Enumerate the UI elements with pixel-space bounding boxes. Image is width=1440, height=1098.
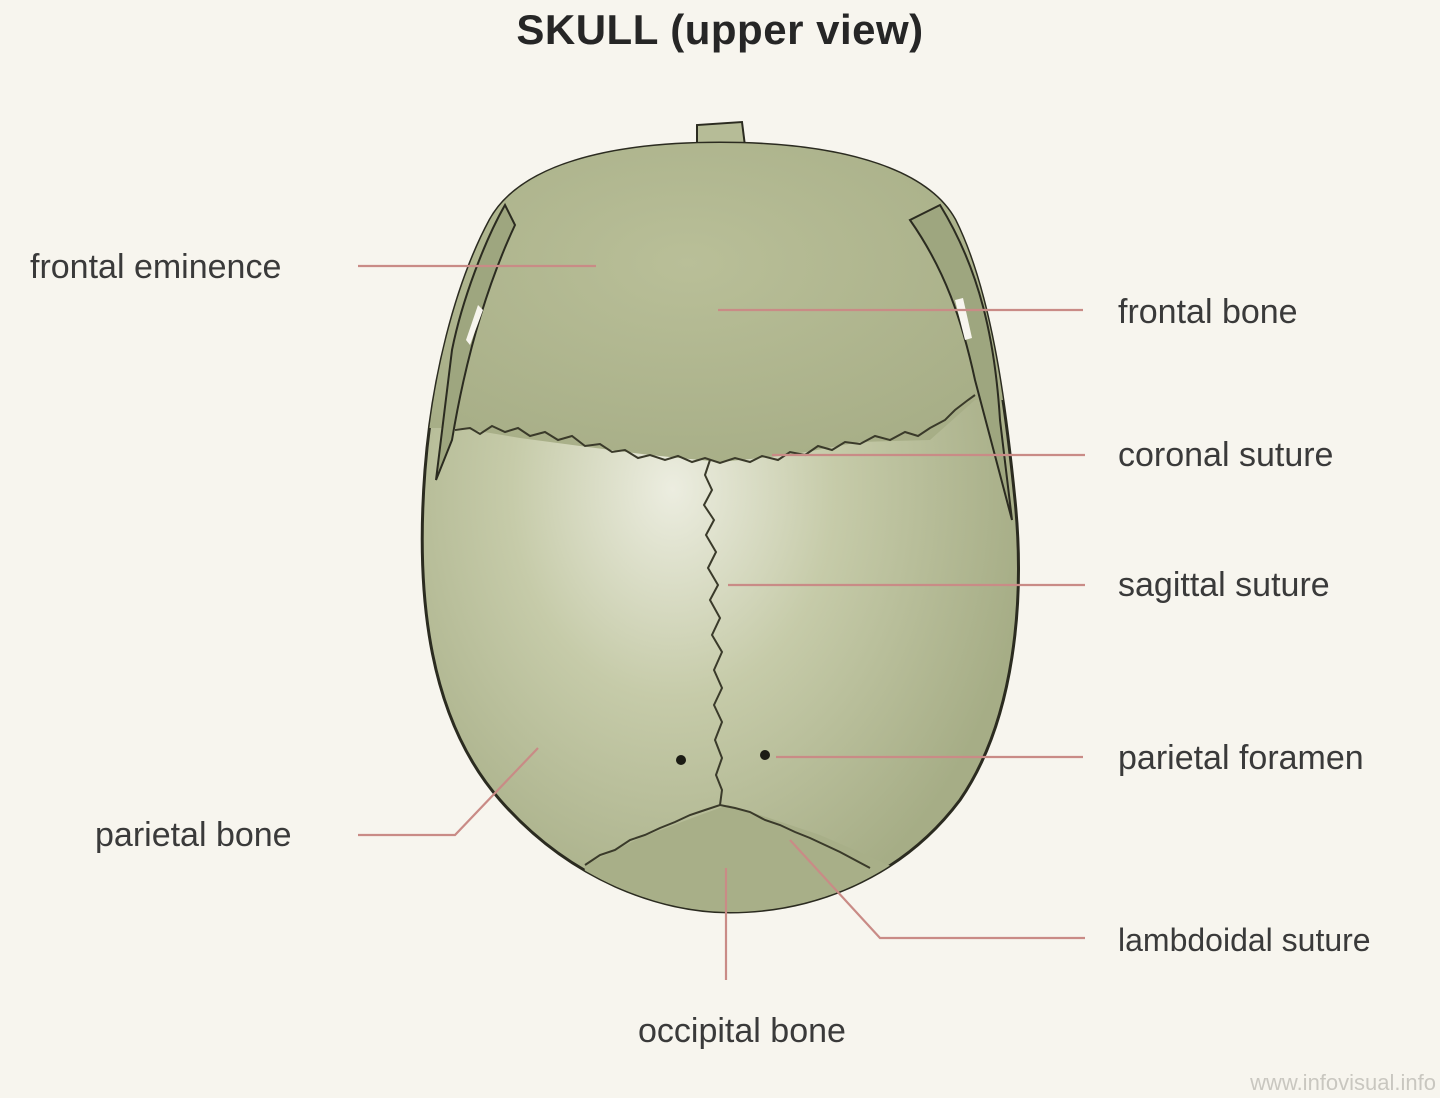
label-lambdoidal-suture: lambdoidal suture — [1118, 922, 1371, 958]
left-parietal-foramen — [676, 755, 686, 765]
lambdoidal-suture — [584, 803, 871, 869]
leader-lambdoidal-suture — [789, 839, 1085, 940]
leader-parietal-bone — [358, 747, 539, 837]
frontal-bone-region — [422, 143, 1019, 462]
left-temporal-gap — [466, 305, 483, 345]
label-occipital-bone: occipital bone — [638, 1012, 846, 1050]
right-parietal-foramen — [760, 750, 770, 760]
right-temporal-strip — [908, 203, 1013, 521]
label-frontal-bone: frontal bone — [1118, 293, 1298, 331]
sagittal-suture — [702, 459, 724, 806]
label-coronal-suture: coronal suture — [1118, 436, 1334, 474]
coronal-suture — [454, 394, 976, 465]
label-parietal-foramen: parietal foramen — [1118, 739, 1364, 777]
label-frontal-eminence: frontal eminence — [30, 248, 282, 286]
label-sagittal-suture: sagittal suture — [1118, 566, 1330, 604]
right-temporal-gap — [955, 298, 972, 340]
diagram-title: SKULL (upper view) — [516, 6, 924, 53]
watermark: www.infovisual.info — [1250, 1070, 1436, 1095]
left-temporal-strip — [435, 202, 517, 481]
label-parietal-bone: parietal bone — [95, 816, 292, 854]
